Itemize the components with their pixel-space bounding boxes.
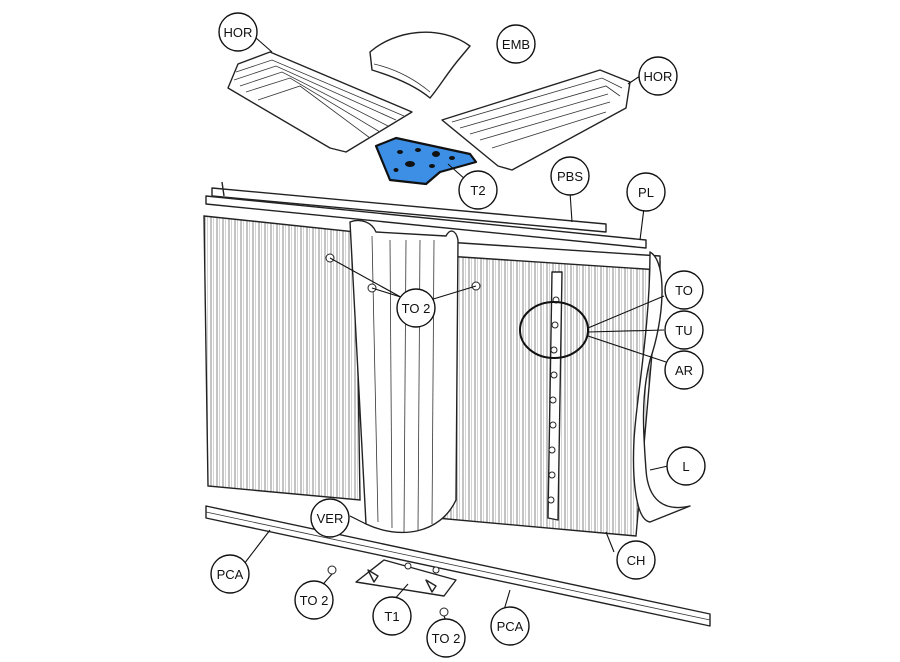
callout-text: TU [675, 323, 692, 338]
callout-pbs: PBS [550, 156, 590, 196]
callout-pl: PL [626, 172, 666, 212]
callout-text: L [682, 459, 689, 474]
callout-emb: EMB [496, 24, 536, 64]
callout-text: PBS [557, 169, 583, 184]
callout-text: T1 [384, 609, 399, 624]
callout-text: CH [627, 553, 646, 568]
callout-hor-left: HOR [218, 12, 258, 52]
callout-ar: AR [664, 350, 704, 390]
callout-text: PCA [497, 619, 524, 634]
callout-text: T2 [470, 183, 485, 198]
callout-ch: CH [616, 540, 656, 580]
top-rail-right [441, 69, 631, 171]
callout-text: AR [675, 363, 693, 378]
callout-t1: T1 [372, 596, 412, 636]
callout-ver: VER [310, 498, 350, 538]
callout-to-upper: TO [664, 270, 704, 310]
callout-text: HOR [644, 69, 673, 84]
callout-tu: TU [664, 310, 704, 350]
callout-text: PCA [217, 567, 244, 582]
vertical-upright [349, 219, 459, 534]
callout-text: TO 2 [402, 301, 431, 316]
callout-text: VER [317, 511, 344, 526]
callout-text: PL [638, 185, 654, 200]
callout-pca-left: PCA [210, 554, 250, 594]
callout-to2-left: TO 2 [294, 580, 334, 620]
callout-text: TO [675, 283, 693, 298]
top-bar-pbs [211, 181, 607, 233]
callout-text: TO 2 [432, 631, 461, 646]
callout-to2-middle: TO 2 [396, 288, 436, 328]
detail-ring [519, 301, 589, 359]
callout-text: EMB [502, 37, 530, 52]
highlighted-top-plate [374, 136, 478, 186]
bottom-plate-t1 [355, 559, 457, 597]
cap-piece [369, 31, 471, 99]
liner [632, 251, 691, 523]
callout-t2: T2 [458, 170, 498, 210]
top-edge-rail-pl [205, 195, 647, 249]
panel-joint-seam [547, 271, 563, 521]
callout-to2-bottom: TO 2 [426, 618, 466, 658]
top-rail-left [227, 51, 413, 153]
callout-pca-right: PCA [490, 606, 530, 646]
wall-panel-left [203, 215, 361, 501]
callout-text: TO 2 [300, 593, 329, 608]
callout-text: HOR [224, 25, 253, 40]
callout-hor-right: HOR [638, 56, 678, 96]
callout-l: L [666, 446, 706, 486]
